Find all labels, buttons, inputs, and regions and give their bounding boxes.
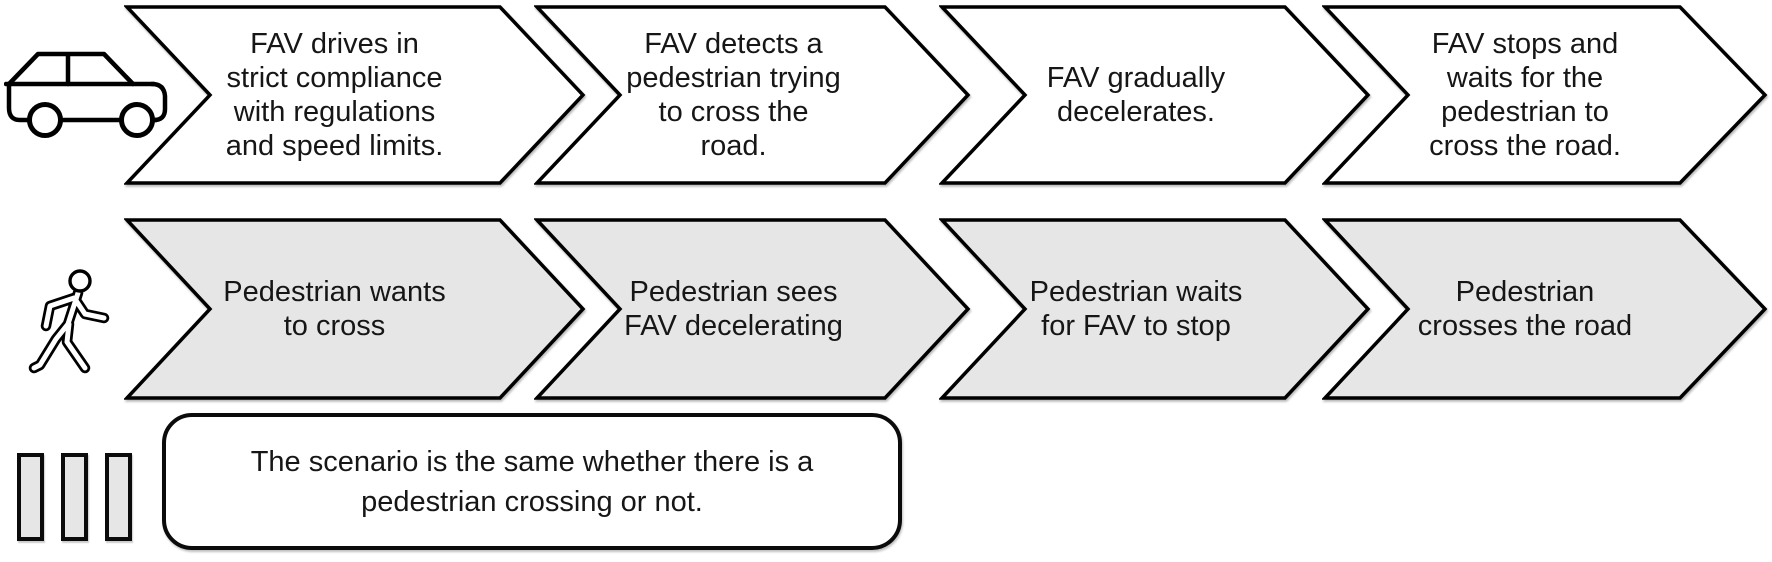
pedestrian-icon <box>28 269 110 374</box>
chevron-shape <box>939 218 1371 400</box>
crosswalk-bar <box>17 453 44 541</box>
crosswalk-icon <box>17 453 132 541</box>
crosswalk-bar <box>61 453 88 541</box>
chevron-shape <box>939 5 1371 185</box>
chevron-shape <box>534 5 971 185</box>
chevron-shape <box>1322 5 1768 185</box>
crosswalk-bar <box>105 453 132 541</box>
note-box: The scenario is the same whether there i… <box>162 413 902 550</box>
car-icon <box>4 51 168 138</box>
chevron-shape <box>124 218 586 400</box>
chevron-shape <box>534 218 971 400</box>
chevron-shape <box>1322 218 1768 400</box>
chevron-shape <box>124 5 586 185</box>
